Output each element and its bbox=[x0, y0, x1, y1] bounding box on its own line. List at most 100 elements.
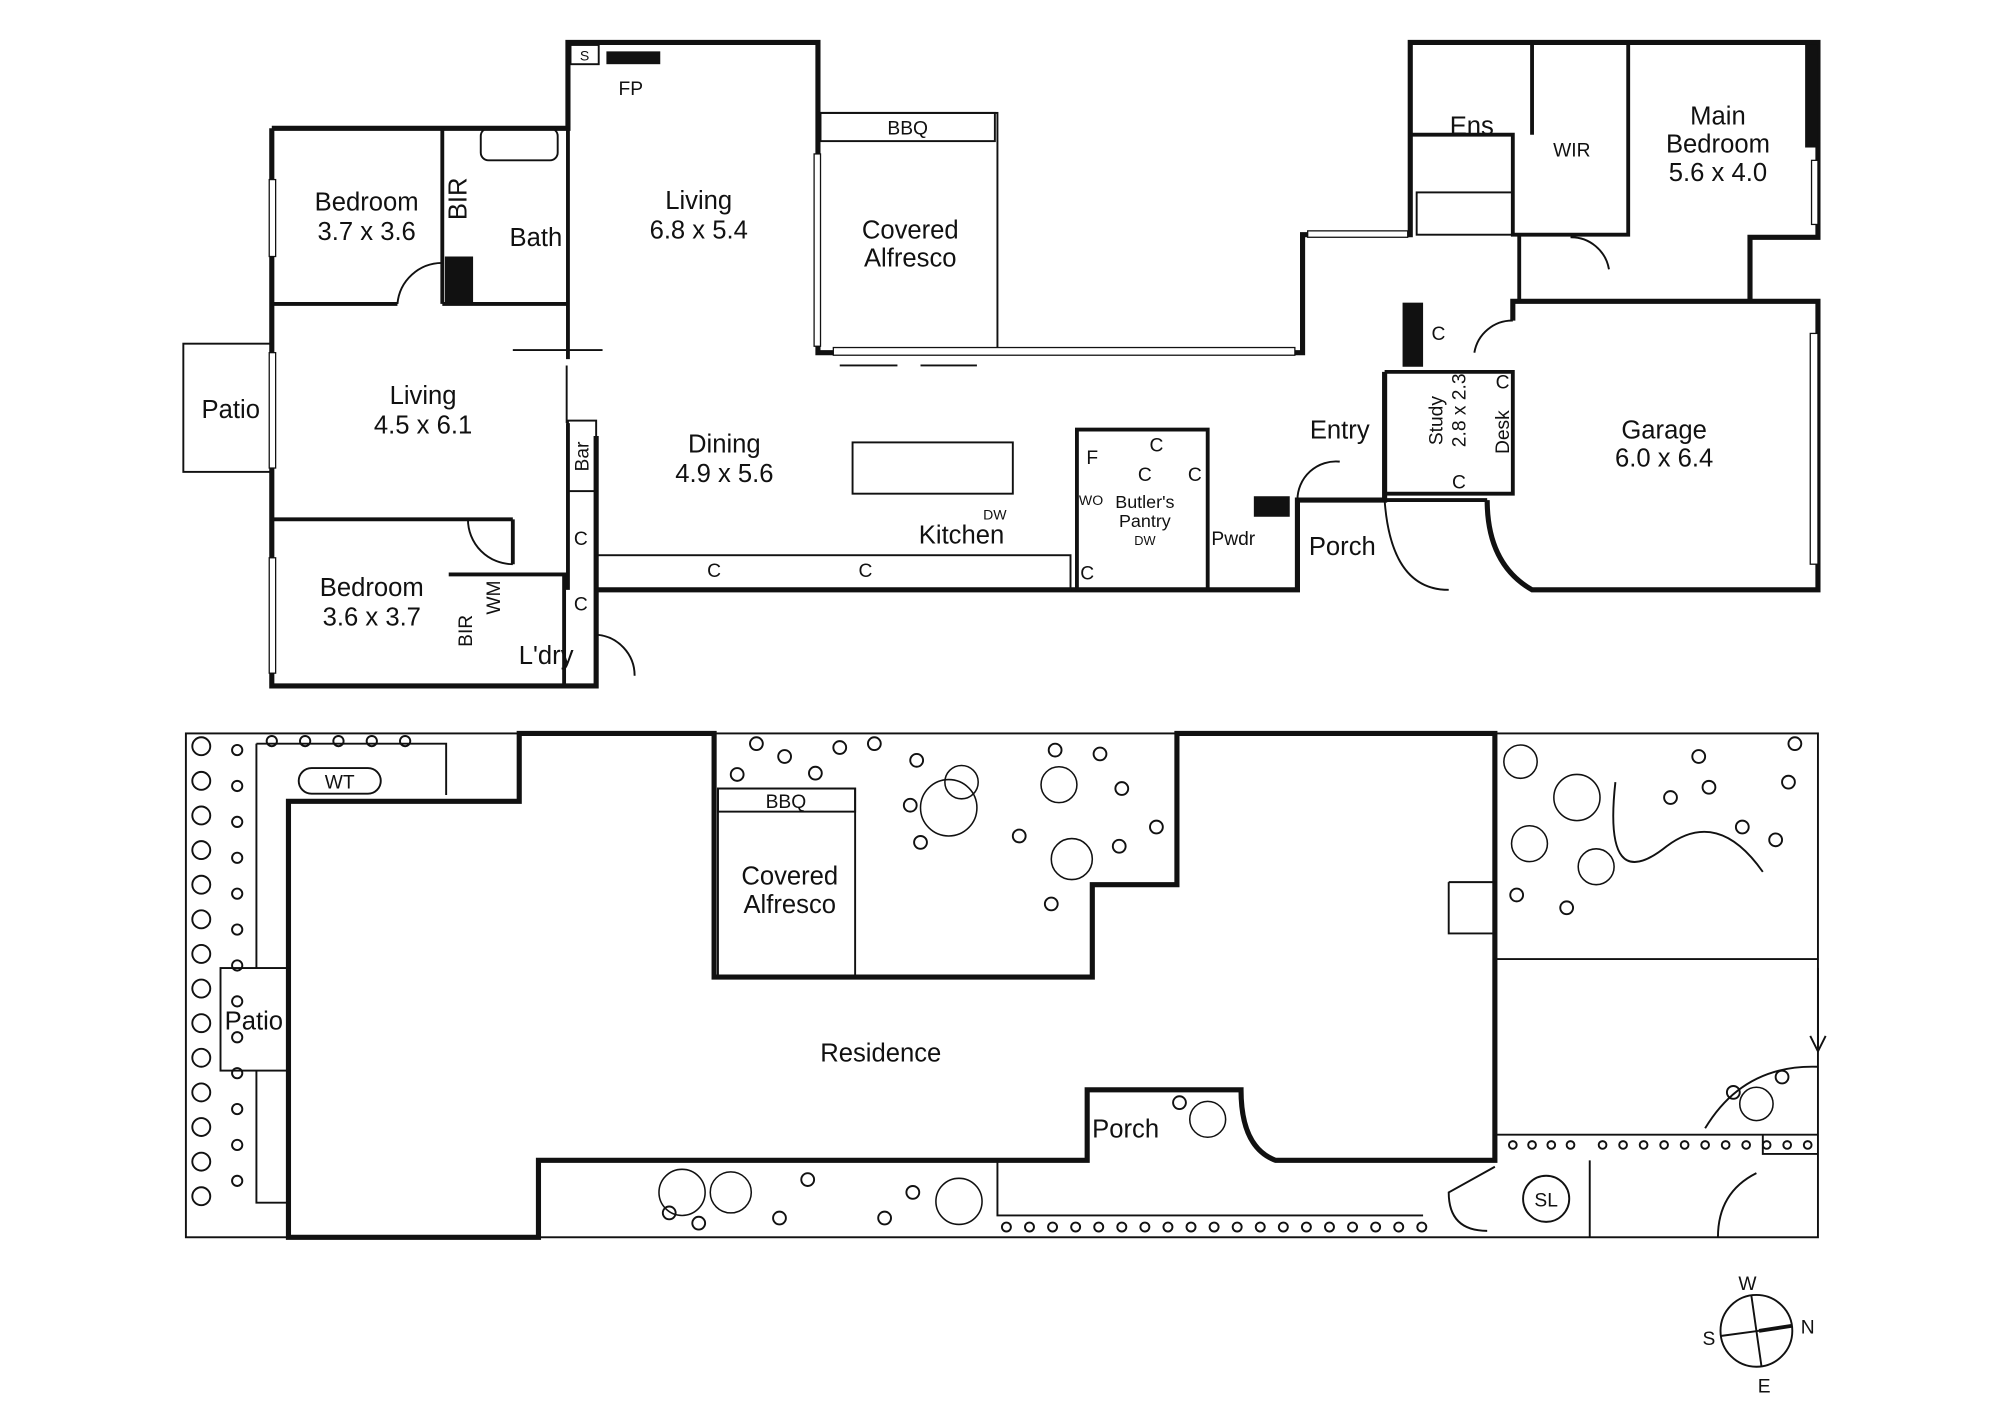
shrub bbox=[1116, 1221, 1128, 1233]
tree bbox=[1738, 1086, 1774, 1122]
shrub bbox=[1734, 819, 1750, 835]
shrub bbox=[1254, 1221, 1266, 1233]
shrub bbox=[1546, 1140, 1557, 1150]
cupboard-label: C bbox=[574, 529, 588, 550]
living-1-size: 4.5 x 6.1 bbox=[374, 411, 472, 439]
site-patio-label: Patio bbox=[225, 1008, 283, 1036]
tree bbox=[1510, 824, 1549, 863]
shrub bbox=[1185, 1221, 1197, 1233]
wm-label: WM bbox=[484, 580, 505, 614]
shrub bbox=[1093, 1221, 1105, 1233]
fireplace-label: FP bbox=[618, 79, 643, 100]
compass-w: W bbox=[1738, 1274, 1757, 1295]
laundry-label: L'dry bbox=[519, 642, 574, 670]
shrub bbox=[231, 1102, 244, 1116]
fireplace-store bbox=[569, 44, 600, 66]
shrub bbox=[808, 765, 823, 781]
compass-north-needle bbox=[1758, 1323, 1793, 1333]
garden-plants bbox=[191, 735, 1813, 1233]
shrub bbox=[1043, 896, 1059, 912]
shrub bbox=[1787, 736, 1803, 752]
bar-counter bbox=[566, 419, 598, 493]
bir-label: BIR bbox=[445, 177, 473, 220]
tree bbox=[1503, 744, 1538, 780]
porch-label: Porch bbox=[1309, 533, 1376, 561]
living-1-label: Living bbox=[390, 382, 457, 410]
exterior-walls bbox=[269, 39, 1821, 689]
shrub bbox=[399, 735, 412, 748]
residence-label: Residence bbox=[820, 1040, 941, 1068]
shrub bbox=[231, 1067, 244, 1080]
shrub bbox=[1149, 819, 1164, 835]
cupboard-label: C bbox=[1138, 465, 1152, 486]
shrub bbox=[1172, 1095, 1187, 1111]
shrub bbox=[832, 740, 848, 755]
shrub bbox=[191, 909, 212, 930]
bbq-counter bbox=[819, 111, 996, 143]
sliding-door-arrows bbox=[512, 349, 977, 424]
shrub bbox=[1070, 1221, 1082, 1233]
window bbox=[1810, 159, 1819, 226]
site-alfresco-label-1: Covered bbox=[741, 863, 838, 891]
tree bbox=[944, 764, 979, 800]
shrub bbox=[1416, 1221, 1428, 1233]
shrub bbox=[1802, 1140, 1813, 1150]
wall-block bbox=[444, 256, 474, 303]
door-swing bbox=[396, 236, 1610, 676]
shrub bbox=[1618, 1140, 1628, 1150]
shrub bbox=[1508, 1140, 1518, 1150]
window bbox=[832, 346, 1296, 356]
shrub bbox=[1559, 900, 1575, 916]
shrub bbox=[191, 1047, 212, 1068]
shrub bbox=[1011, 828, 1027, 844]
shrub bbox=[1370, 1221, 1382, 1233]
desk-label: Desk bbox=[1493, 410, 1514, 454]
shrub bbox=[1347, 1221, 1359, 1233]
shrub bbox=[1000, 1221, 1012, 1233]
alfresco-label-1: Covered bbox=[862, 217, 959, 245]
shrub bbox=[231, 779, 244, 793]
tree bbox=[919, 778, 978, 837]
shrub bbox=[1565, 1140, 1576, 1150]
compass-n: N bbox=[1801, 1317, 1815, 1338]
window bbox=[1809, 332, 1819, 565]
shrub bbox=[1277, 1221, 1289, 1233]
window bbox=[1307, 230, 1409, 238]
shrub bbox=[1393, 1221, 1405, 1233]
entry-arrow bbox=[1809, 968, 1827, 1054]
shrub bbox=[1509, 887, 1525, 903]
kitchen-label: Kitchen bbox=[919, 522, 1004, 550]
shrub bbox=[749, 736, 764, 752]
tree bbox=[709, 1171, 753, 1214]
shrub bbox=[191, 1151, 212, 1172]
dining-size: 4.9 x 5.6 bbox=[675, 460, 773, 488]
kitchen-bench bbox=[595, 554, 1072, 591]
shrub bbox=[299, 735, 312, 748]
shrub bbox=[800, 1172, 816, 1187]
alfresco-label-2: Alfresco bbox=[864, 245, 957, 273]
butlers-dw-label: DW bbox=[1134, 533, 1156, 548]
butlers-pantry-label-1: Butler's bbox=[1115, 492, 1174, 512]
shrub bbox=[231, 959, 244, 972]
dishwasher-label: DW bbox=[983, 506, 1007, 522]
fridge-label: F bbox=[1086, 448, 1098, 469]
shrub bbox=[231, 995, 244, 1008]
window bbox=[268, 178, 277, 258]
shrub bbox=[231, 851, 244, 864]
compass-circle bbox=[1719, 1294, 1794, 1368]
dining-label: Dining bbox=[688, 431, 761, 459]
shrub bbox=[772, 1210, 787, 1226]
shrub bbox=[913, 835, 928, 850]
cupboard-label: C bbox=[707, 561, 721, 582]
shrub bbox=[231, 887, 244, 900]
shrub bbox=[231, 744, 244, 757]
shrub bbox=[902, 797, 918, 813]
bath-label: Bath bbox=[510, 224, 563, 252]
ensuite-label: Ens bbox=[1450, 113, 1494, 141]
tree bbox=[1577, 848, 1615, 886]
shrub bbox=[661, 1205, 677, 1221]
shrub bbox=[1659, 1140, 1669, 1150]
entry-label: Entry bbox=[1310, 417, 1370, 445]
living-2-size: 6.8 x 5.4 bbox=[650, 217, 748, 245]
